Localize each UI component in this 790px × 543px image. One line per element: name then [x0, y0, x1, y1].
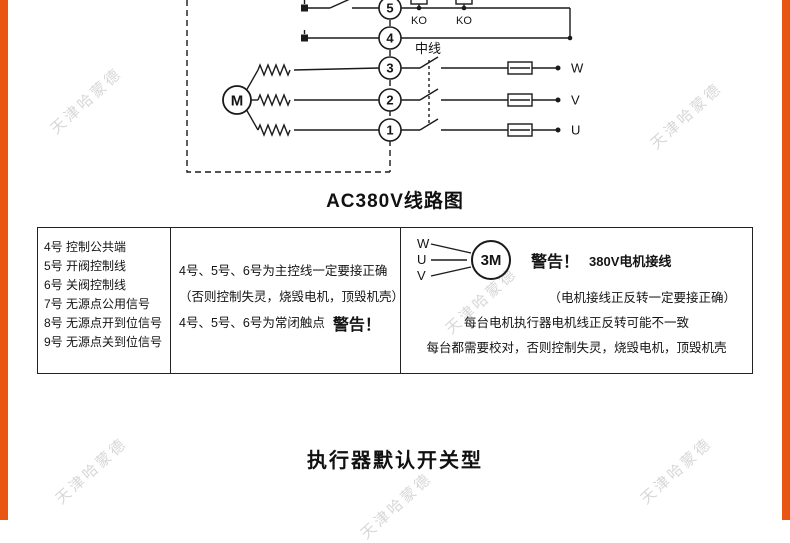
control-note-line: （否则控制失灵，烧毁电机，顶毁机壳） — [179, 290, 405, 304]
motor-label: M — [231, 93, 244, 110]
page-edge-left — [0, 0, 8, 520]
control-note-cell: 4号、5号、6号为主控线一定要接正确 （否则控制失灵，烧毁电机，顶毁机壳） 4号… — [171, 228, 405, 373]
terminal-circle-3 — [378, 56, 402, 80]
contactor-2-label: KO — [456, 15, 472, 27]
terminal-list-item: 7号 无源点公用信号 — [44, 297, 151, 311]
internal-switch-blade — [329, 0, 350, 9]
motor-3m-symbol: W U V 3M — [417, 236, 511, 283]
terminal-list-item: 5号 开阀控制线 — [44, 259, 127, 273]
terminal-1-label: 1 — [386, 123, 393, 138]
motor-note-line: 每台都需要校对，否则控制失灵，烧毁电机，顶毁机壳 — [426, 341, 727, 355]
page-edge-right — [782, 0, 790, 520]
contactor-1-label: KO — [411, 15, 427, 27]
terminal-5-label: 5 — [386, 1, 393, 16]
terminal-circle-5 — [378, 0, 402, 20]
terminal-3-label: 3 — [386, 61, 393, 76]
phase-u-label: U — [571, 123, 580, 138]
footer-title: 执行器默认开关型 — [307, 450, 483, 472]
motor-note-line: 每台电机执行器电机线正反转可能不一致 — [463, 316, 689, 330]
terminal-4-label: 4 — [386, 31, 394, 46]
terminal-list-item: 4号 控制公共端 — [44, 240, 127, 254]
terminal-circle-4 — [378, 26, 402, 50]
motor-warning-text: 警告！ — [531, 254, 580, 271]
motor-note-heading: 380V电机接线 — [589, 253, 672, 269]
winding-resistor-bot — [257, 123, 291, 137]
control-note-line: 4号、5号、6号为常闭触点 — [179, 316, 325, 330]
mini-phase-u-label: U — [417, 252, 426, 267]
motor-note-line: （电机接线正反转一定要接正确） — [548, 291, 736, 305]
terminal-circle-2 — [378, 88, 402, 112]
control-warning-text: 警告！ — [332, 317, 381, 334]
winding-resistor-top — [257, 63, 291, 77]
diagram-title: AC380V线路图 — [326, 191, 464, 212]
terminal-list-item: 8号 无源点开到位信号 — [44, 316, 163, 330]
contactor-box-1 — [410, 0, 428, 5]
terminal-circles — [222, 0, 402, 142]
terminal-list-item: 6号 关阀控制线 — [44, 278, 127, 292]
phase-v-label: V — [571, 93, 580, 108]
enclosure-dashed-box — [186, 0, 390, 173]
mini-motor-label: 3M — [481, 252, 502, 269]
motor-note-cell: W U V 3M 警告！ 380V电机接线 （电机接线正反转一定要接正确） 每台… — [401, 228, 752, 373]
spec-table: 4号 控制公共端 5号 开阀控制线 6号 关阀控制线 7号 无源点公用信号 8号… — [37, 227, 753, 374]
motor-circle — [222, 85, 252, 115]
terminal-circle-1 — [378, 118, 402, 142]
contactor-box-2 — [455, 0, 473, 5]
switch-blade-v — [419, 88, 439, 101]
mini-phase-w-label: W — [417, 236, 430, 251]
switch-blade-u — [419, 118, 439, 131]
terminal-list-cell: 4号 控制公共端 5号 开阀控制线 6号 关阀控制线 7号 无源点公用信号 8号… — [38, 228, 171, 373]
control-note-line: 4号、5号、6号为主控线一定要接正确 — [179, 264, 388, 278]
terminal-list-item: 9号 无源点关到位信号 — [44, 335, 163, 349]
ac380v-circuit-diagram: 5 4 3 2 1 M KO KO 中线 W V U — [186, 0, 584, 173]
phase-w-label: W — [571, 61, 584, 76]
document-page: 5 4 3 2 1 M KO KO 中线 W V U AC380V线路图 4号 … — [37, 0, 753, 472]
neutral-label: 中线 — [415, 41, 441, 56]
terminal-2-label: 2 — [386, 93, 393, 108]
junction-dots — [301, 4, 573, 133]
circuit-wiring — [186, 0, 571, 173]
winding-resistor-mid — [257, 93, 291, 107]
mini-phase-v-label: V — [417, 268, 426, 283]
